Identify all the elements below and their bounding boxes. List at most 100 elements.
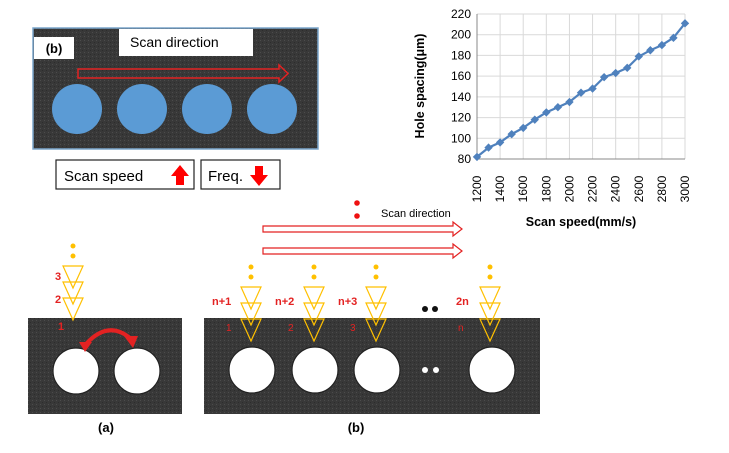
scan-speed-box (55, 159, 195, 190)
hole-b-3 (353, 346, 401, 394)
caption-a: (a) (98, 420, 114, 435)
y-tick-label: 180 (451, 48, 471, 62)
panel-tag: (b) (46, 41, 63, 56)
data-point (576, 88, 586, 97)
hole-3 (182, 84, 232, 134)
pulse-label-n-plus-2: n+2 (275, 296, 294, 308)
ellipsis-dot (422, 306, 428, 312)
scan-speed-label: Scan speed (64, 168, 143, 185)
pulse-dot (487, 274, 493, 280)
data-point (472, 152, 482, 162)
hole-b-1 (228, 346, 276, 394)
x-tick-label: 2800 (655, 175, 669, 202)
x-tick-label: 2400 (609, 175, 623, 202)
pulse-dot (70, 243, 76, 249)
data-point (657, 40, 667, 50)
hole-a-1 (52, 347, 100, 395)
data-point (542, 108, 551, 117)
pulse-label-3: 3 (55, 271, 61, 283)
pulse-number-3: 3 (350, 323, 356, 334)
red-dot (354, 200, 360, 206)
pulse-label-2n: 2n (456, 296, 469, 308)
data-point (680, 19, 690, 28)
pulse-dot (248, 274, 254, 280)
scan-arrow-1 (262, 220, 463, 238)
hole-1 (52, 84, 102, 134)
x-axis-title: Scan speed(mm/s) (526, 215, 636, 229)
up-arrow-icon (171, 165, 189, 185)
data-point (623, 63, 632, 73)
data-point (507, 129, 516, 139)
scan-direction-box (119, 29, 253, 56)
y-tick-label: 220 (451, 7, 471, 21)
laser-beam-a (62, 265, 84, 321)
scan-direction-label: Scan direction (130, 34, 219, 50)
pulse-label-n-plus-1: n+1 (212, 296, 231, 308)
x-tick-label: 1800 (539, 175, 553, 202)
ellipsis-dot-white (433, 367, 439, 373)
hole-b-n (468, 346, 516, 394)
pulse-label-2: 2 (55, 294, 61, 306)
pulse-number-1: 1 (226, 323, 232, 334)
data-point (646, 46, 655, 55)
x-tick-labels: 1200 1400 1600 1800 2000 2200 2400 2600 2800 3000 (470, 175, 692, 202)
scan-direction-arrow (77, 63, 290, 84)
data-point (669, 33, 678, 43)
x-tick-label: 2000 (562, 175, 576, 202)
pulse-dot (70, 253, 76, 259)
pulse-dot (248, 264, 254, 270)
x-tick-label: 1200 (470, 175, 484, 202)
curved-arrow-head-right (124, 336, 138, 348)
y-tick-label: 160 (451, 69, 471, 83)
curved-arrow (84, 328, 132, 346)
y-tick-label: 140 (451, 90, 471, 104)
x-tick-label: 2200 (586, 175, 600, 202)
pulse-label-n-plus-3: n+3 (338, 296, 357, 308)
hole-2 (117, 84, 167, 134)
pulse-label-1: 1 (58, 321, 64, 333)
tag-box (34, 37, 74, 59)
scan-direction-label-b: Scan direction (381, 208, 451, 220)
pulse-dot (311, 264, 317, 270)
x-tick-label: 2600 (632, 175, 646, 202)
hole-4 (247, 84, 297, 134)
data-point (599, 72, 609, 82)
hole-a-2 (113, 347, 161, 395)
top-left-panel: (b) Scan direction Scan speed Freq. (32, 27, 319, 190)
caption-b: (b) (348, 420, 365, 435)
pulse-dot (373, 264, 379, 270)
y-tick-label: 120 (451, 111, 471, 125)
series-line (472, 19, 690, 162)
ellipsis-dot (432, 306, 438, 312)
x-tick-label: 3000 (678, 175, 692, 202)
down-arrow-icon (250, 166, 268, 186)
x-tick-label: 1400 (493, 175, 507, 202)
data-point (519, 123, 528, 133)
pulse-number-n: n (458, 323, 464, 334)
pulse-dot (487, 264, 493, 270)
data-point (484, 143, 493, 152)
pulse-dot (373, 274, 379, 280)
data-point (495, 138, 505, 147)
y-tick-label: 80 (458, 152, 472, 166)
freq-label: Freq. (208, 168, 243, 185)
curved-arrow-head-left (79, 342, 92, 352)
hole-b-2 (291, 346, 339, 394)
pulse-number-2: 2 (288, 323, 294, 334)
data-point (530, 115, 539, 124)
ellipsis-dot-white (422, 367, 428, 373)
pulse-dot (311, 274, 317, 280)
diagram-a: 3 2 1 (a) (28, 243, 182, 435)
data-point (611, 68, 620, 78)
data-point (553, 103, 563, 112)
x-tick-label: 1600 (516, 175, 530, 202)
data-point (565, 97, 574, 107)
y-tick-label: 100 (451, 131, 471, 145)
data-point (634, 52, 643, 61)
diagram-b: Scan direction n+1 n+2 n+3 2n 1 2 3 n (b… (204, 200, 540, 435)
scan-arrow-2 (262, 242, 463, 260)
